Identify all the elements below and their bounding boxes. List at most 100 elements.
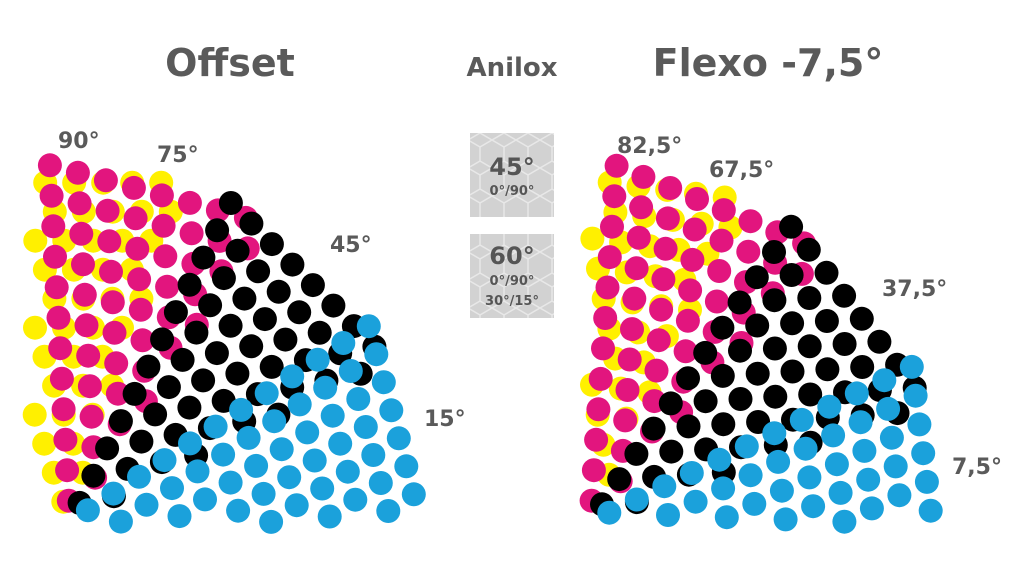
halftone-dot [156, 375, 181, 400]
halftone-dot [675, 308, 700, 333]
halftone-dot [624, 487, 649, 512]
flexo-angle-label-82-5: 82,5° [617, 134, 682, 159]
halftone-dot [130, 328, 155, 353]
halftone-dot [93, 168, 118, 193]
halftone-dot [177, 395, 202, 420]
halftone-dot [95, 436, 120, 461]
halftone-dot [49, 366, 74, 391]
halftone-dot [121, 175, 146, 200]
halftone-dot [386, 426, 411, 451]
halftone-dot [591, 336, 615, 361]
halftone-dot [254, 381, 279, 406]
halftone-dot [251, 481, 276, 506]
halftone-dot [653, 236, 678, 261]
halftone-dot [798, 382, 823, 407]
halftone-dot [828, 480, 853, 505]
halftone-dot [852, 438, 877, 463]
halftone-dot [232, 286, 257, 311]
halftone-dot [856, 467, 881, 492]
halftone-dot [205, 218, 230, 243]
halftone-dot [711, 476, 736, 501]
halftone-dot [179, 221, 204, 246]
halftone-dot [738, 463, 763, 488]
halftone-dot [401, 482, 426, 507]
halftone-dot [71, 252, 95, 277]
halftone-dot [685, 187, 709, 211]
halftone-dot [586, 397, 611, 422]
halftone-dot [624, 256, 649, 281]
halftone-dot [356, 314, 381, 339]
halftone-dot [832, 332, 857, 356]
halftone-dot [797, 465, 822, 490]
halftone-dot [844, 381, 869, 406]
halftone-dot [331, 331, 356, 355]
halftone-dot [287, 392, 312, 417]
halftone-dot [305, 347, 330, 372]
halftone-dot [883, 454, 908, 479]
halftone-dot [167, 504, 192, 529]
flexo-screen-7-5 [597, 354, 943, 534]
anilox-60-line2: 30°/15° [485, 294, 539, 309]
offset-angle-label-90: 90° [58, 129, 100, 154]
halftone-dot [602, 184, 627, 209]
halftone-dot [597, 245, 622, 270]
halftone-dot [328, 431, 353, 456]
halftone-dot [789, 407, 814, 432]
halftone-dot [127, 464, 151, 489]
halftone-dot [593, 306, 618, 330]
halftone-dot [361, 443, 386, 467]
halftone-dot [150, 327, 175, 352]
halftone-dot [814, 260, 839, 285]
halftone-dot [343, 487, 368, 512]
halftone-dot [652, 474, 677, 499]
halftone-dot [246, 259, 271, 284]
halftone-dot [368, 471, 393, 495]
halftone-dot [914, 469, 939, 494]
halftone-dot [824, 452, 849, 477]
halftone-dot [122, 381, 147, 406]
halftone-dot [259, 232, 284, 257]
halftone-dot [744, 265, 769, 290]
halftone-dot [903, 383, 928, 408]
halftone-dot [218, 313, 243, 338]
halftone-dot [177, 272, 202, 297]
halftone-dot [72, 282, 97, 307]
halftone-dot [193, 487, 217, 512]
offset-angle-label-75: 75° [157, 143, 199, 168]
halftone-dot [678, 278, 703, 303]
flexo-fan [579, 153, 943, 534]
anilox-60-angle: 60° [489, 242, 534, 270]
halftone-dot [101, 481, 126, 506]
halftone-dot [108, 409, 133, 434]
halftone-dot [102, 320, 127, 345]
halftone-dot [796, 237, 821, 262]
halftone-dot [867, 329, 892, 354]
halftone-dot [793, 436, 818, 461]
halftone-dot [780, 311, 805, 336]
halftone-dot [918, 498, 943, 523]
halftone-dot [617, 347, 642, 372]
halftone-dot [218, 470, 243, 495]
halftone-dot [77, 374, 102, 399]
halftone-dot [584, 427, 609, 452]
halftone-dot [745, 361, 770, 386]
flexo-title: Flexo -7,5° [653, 41, 884, 85]
anilox-45-angle: 45° [489, 153, 534, 181]
halftone-dot [51, 397, 76, 422]
halftone-dot [65, 160, 90, 185]
halftone-dot [184, 320, 209, 345]
halftone-dot [262, 409, 287, 434]
halftone-dot [338, 359, 363, 383]
halftone-dot [191, 368, 216, 393]
halftone-dot [259, 354, 284, 379]
halftone-dot [229, 397, 254, 422]
halftone-dot [37, 153, 62, 178]
halftone-dot [711, 198, 736, 223]
halftone-dot [887, 483, 912, 508]
halftone-dot [310, 476, 335, 501]
halftone-dot [727, 290, 752, 315]
halftone-dot [280, 364, 305, 389]
halftone-dot [762, 288, 787, 313]
halftone-dot [736, 239, 761, 264]
